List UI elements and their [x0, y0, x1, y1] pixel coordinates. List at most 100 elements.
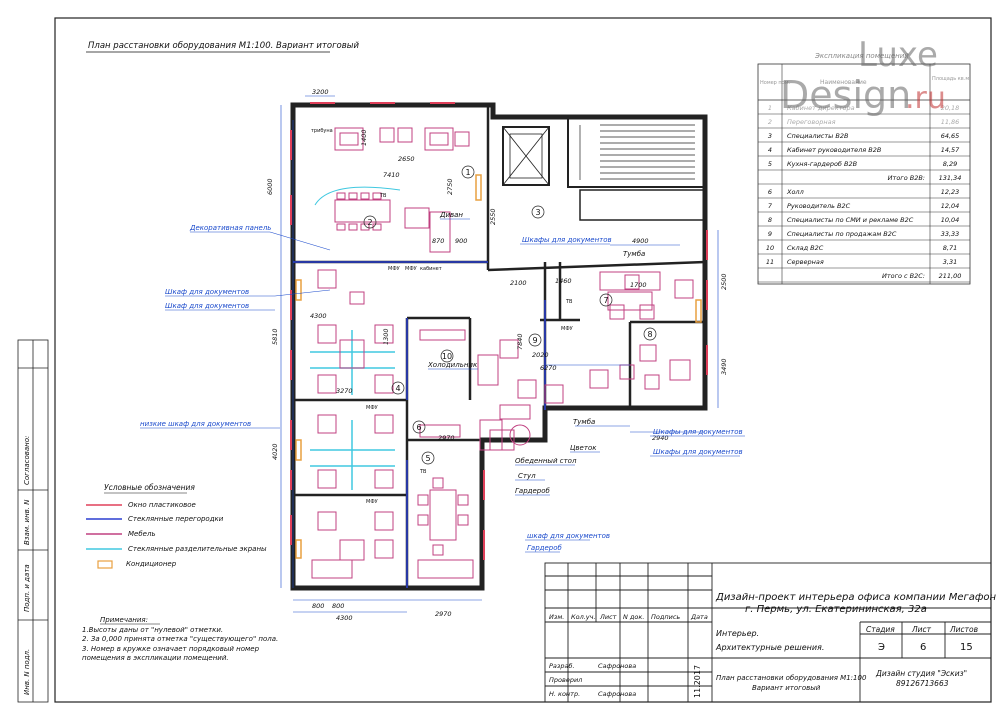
drawing-name-1: План расстановки оборудования М1:100: [716, 674, 867, 682]
dim-3270: 3270: [336, 387, 353, 395]
stamp-sign-date: Подп. и дата: [23, 564, 31, 612]
room-number-10: 10: [442, 352, 452, 361]
legend-title: Условные обозначения: [104, 483, 195, 492]
interior-walls: [293, 105, 706, 588]
room-number-3: 3: [535, 208, 540, 217]
explication-room-number: 6: [768, 188, 772, 196]
explication-room-area: 20,18: [941, 104, 960, 112]
legend-label: Мебель: [128, 530, 156, 538]
room-number-2: 2: [367, 218, 372, 227]
mfu-tag: МФУ: [405, 266, 417, 272]
stage-value: Э: [878, 642, 885, 653]
explication-room-number: 1: [768, 104, 772, 112]
callout-labels: Декоративная панель Шкаф для документов …: [140, 211, 743, 552]
dim-5810: 5810: [271, 328, 279, 345]
legend: Условные обозначения Окно пластиковоеСте…: [86, 483, 267, 569]
left-stamp: [17, 339, 49, 703]
explication-total-label: Итого B2B:: [888, 174, 925, 182]
explication-head-area: Площадь кв.м: [932, 76, 969, 82]
dim-2970: 2970: [435, 610, 452, 618]
tv-tag: ТВ: [565, 299, 573, 305]
role-checked: Проверил: [549, 676, 582, 684]
explication-room-area: 8,71: [943, 244, 957, 252]
col-head-date: Дата: [690, 613, 708, 621]
sheet-frame: [54, 17, 992, 703]
air-conditioners: [295, 174, 702, 559]
dim-870: 870: [432, 237, 444, 245]
note-line-2: 2. За 0,000 принята отметка "существующе…: [82, 635, 278, 643]
dim-4900: 4900: [632, 237, 649, 245]
room-number-5: 5: [425, 454, 430, 463]
explication-room-number: 7: [768, 202, 773, 210]
explication-head-name: Наименование: [820, 79, 867, 86]
explication-room-area: 3,31: [943, 258, 957, 266]
callout-doc-cabinets-4: Шкафы для документов: [653, 428, 743, 436]
explication-room-number: 4: [768, 146, 772, 154]
room-number-7: 7: [603, 296, 608, 305]
explication-room-name: Серверная: [787, 258, 824, 266]
explication-room-name: Специалисты по СМИ и рекламе B2C: [787, 216, 914, 224]
explication-room-area: 11,86: [941, 118, 960, 126]
callout-doc-cabinet-1: Шкаф для документов: [165, 288, 249, 296]
dim-2940: 2940: [652, 434, 669, 442]
equipment-tags: МФУ МФУ МФУ МФУ МФУ ТВ ТВ ТВ трибуна каб…: [311, 128, 573, 505]
explication-room-name: Переговорная: [787, 118, 836, 126]
explication-room-number: 3: [768, 132, 772, 140]
dim-800b: 800: [332, 602, 344, 610]
explication-head-num: Номер пом.: [760, 80, 791, 86]
dim-4300: 4300: [336, 614, 353, 622]
dim-7840: 7840: [516, 333, 524, 350]
dim-900: 900: [455, 237, 467, 245]
explication-title: Экспликация помещений: [814, 52, 909, 60]
explication-room-area: 8,29: [943, 160, 957, 168]
floor-plan: 1 2 3 4 5 6 7 8 9 10 МФУ МФУ МФУ МФУ МФУ…: [140, 88, 745, 622]
explication-room-area: 131,34: [939, 174, 962, 182]
notes-title: Примечания:: [100, 616, 148, 624]
explication-room-number: 5: [768, 160, 772, 168]
explication-total-label: Итого с B2C:: [882, 272, 925, 280]
legend-label: Стеклянные разделительные экраны: [128, 545, 267, 553]
explication-room-name: Склад B2C: [787, 244, 824, 252]
dim-1400: 1400: [360, 129, 368, 146]
dim-2100: 2100: [510, 279, 527, 287]
glass-screens: [310, 330, 395, 490]
left-stamp-labels: Согласовано: Взам. инв. N Подп. и дата И…: [23, 436, 31, 695]
callout-decor-panel: Декоративная панель: [189, 224, 271, 232]
dim-2750: 2750: [446, 178, 454, 195]
callout-tumba: Тумба: [623, 250, 645, 258]
callout-fridge: Холодильник: [427, 361, 478, 369]
sheet-head: Лист: [911, 625, 932, 634]
dim-6270: 6270: [540, 364, 557, 372]
room-number-6: 6: [416, 423, 421, 432]
explication-room-area: 64,65: [941, 132, 960, 140]
explication-room-area: 12,04: [941, 202, 960, 210]
stamp-agreed: Согласовано:: [23, 436, 31, 485]
watermark-luxe: Luxe: [858, 35, 938, 75]
explication-room-name: Специалисты по продажам B2C: [787, 230, 897, 238]
dim-1300: 1300: [382, 328, 390, 345]
col-head-kol: Кол.уч.: [571, 613, 596, 621]
dim-4300b: 4300: [310, 312, 327, 320]
tribune-tag: трибуна: [311, 128, 333, 134]
explication-room-number: 11: [766, 258, 774, 266]
explication-room-area: 12,23: [941, 188, 960, 196]
stamp-inv-orig: Инв. N подл.: [23, 649, 31, 695]
explication-room-name: Руководитель B2C: [787, 202, 851, 210]
callout-wardrobe-2: Гардероб: [527, 544, 563, 552]
explication-room-number: 10: [766, 244, 774, 252]
explication-room-name: Холл: [786, 188, 804, 196]
mfu-tag: МФУ: [366, 405, 378, 411]
windows: [290, 102, 708, 560]
col-head-izm: Изм.: [549, 613, 564, 621]
explication-room-area: 33,33: [941, 230, 960, 238]
dim-1460: 1460: [555, 277, 572, 285]
role-normcontrol: Н. контр.: [549, 690, 580, 698]
note-line-3: 3. Номер в кружке означает порядковый но…: [82, 645, 260, 653]
tv-tag: ТВ: [419, 469, 427, 475]
callout-leaders: [140, 218, 745, 553]
furniture: [311, 127, 694, 579]
mfu-tag: МФУ: [388, 266, 400, 272]
outer-walls: [290, 102, 708, 591]
dim-800a: 800: [312, 602, 324, 610]
